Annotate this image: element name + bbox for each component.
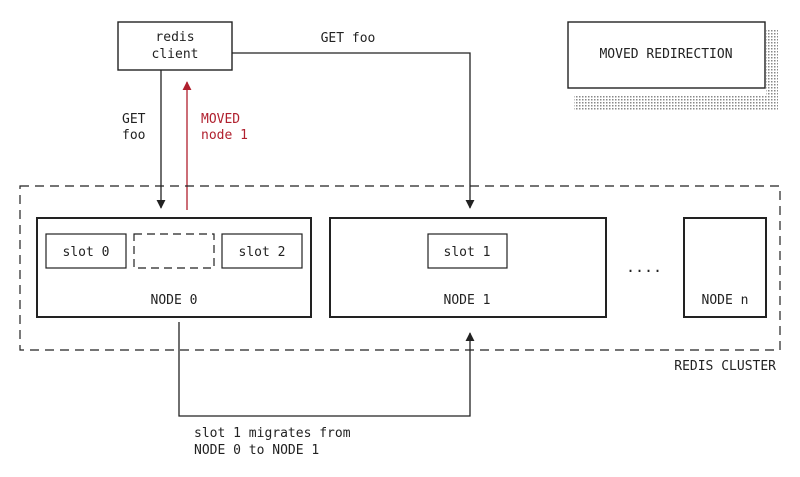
moved-label-line2: node 1 (201, 128, 248, 143)
redis-client-frame (117, 21, 233, 71)
title-box-frame (567, 21, 766, 89)
more-nodes-ellipsis: .... (626, 258, 662, 276)
node-0-slot-2 (221, 233, 303, 269)
redis-cluster-label: REDIS CLUSTER (674, 359, 776, 374)
get-foo-node1-label: GET foo (321, 31, 376, 46)
redis-client: redis client (117, 21, 233, 71)
node-0-slot-2-label: slot 2 (239, 245, 286, 260)
node-1: slot 1 NODE 1 (329, 217, 607, 318)
arrow-slot-migration (178, 322, 475, 417)
node-1-slot-1-label: slot 1 (444, 245, 491, 260)
title-box-label: MOVED REDIRECTION (599, 47, 732, 62)
node-1-label: NODE 1 (444, 293, 491, 308)
node-n: NODE n (683, 217, 767, 318)
title-box: MOVED REDIRECTION (567, 21, 778, 110)
node-0-label: NODE 0 (151, 293, 198, 308)
get-foo-label-line1: GET (122, 112, 146, 127)
migration-label-line1: slot 1 migrates from (194, 426, 351, 441)
node-0: slot 0 slot 2 NODE 0 (36, 217, 312, 318)
node-0-empty-slot (133, 233, 215, 269)
node-0-slot-0-label: slot 0 (63, 245, 110, 260)
get-foo-label-line2: foo (122, 128, 145, 143)
node-n-label: NODE n (702, 293, 749, 308)
arrow-client-to-node1 (232, 52, 475, 209)
node-n-frame (683, 217, 767, 318)
title-box-shadow-bottom (574, 96, 778, 110)
node-1-slot-1 (427, 233, 508, 269)
redis-client-line2: client (152, 47, 199, 62)
node-0-slot-0 (45, 233, 127, 269)
moved-label-line1: MOVED (201, 112, 240, 127)
redis-cluster-boundary (19, 185, 781, 351)
title-box-shadow-right (766, 30, 778, 110)
migration-label-line2: NODE 0 to NODE 1 (194, 443, 319, 458)
redis-client-line1: redis (155, 30, 194, 45)
